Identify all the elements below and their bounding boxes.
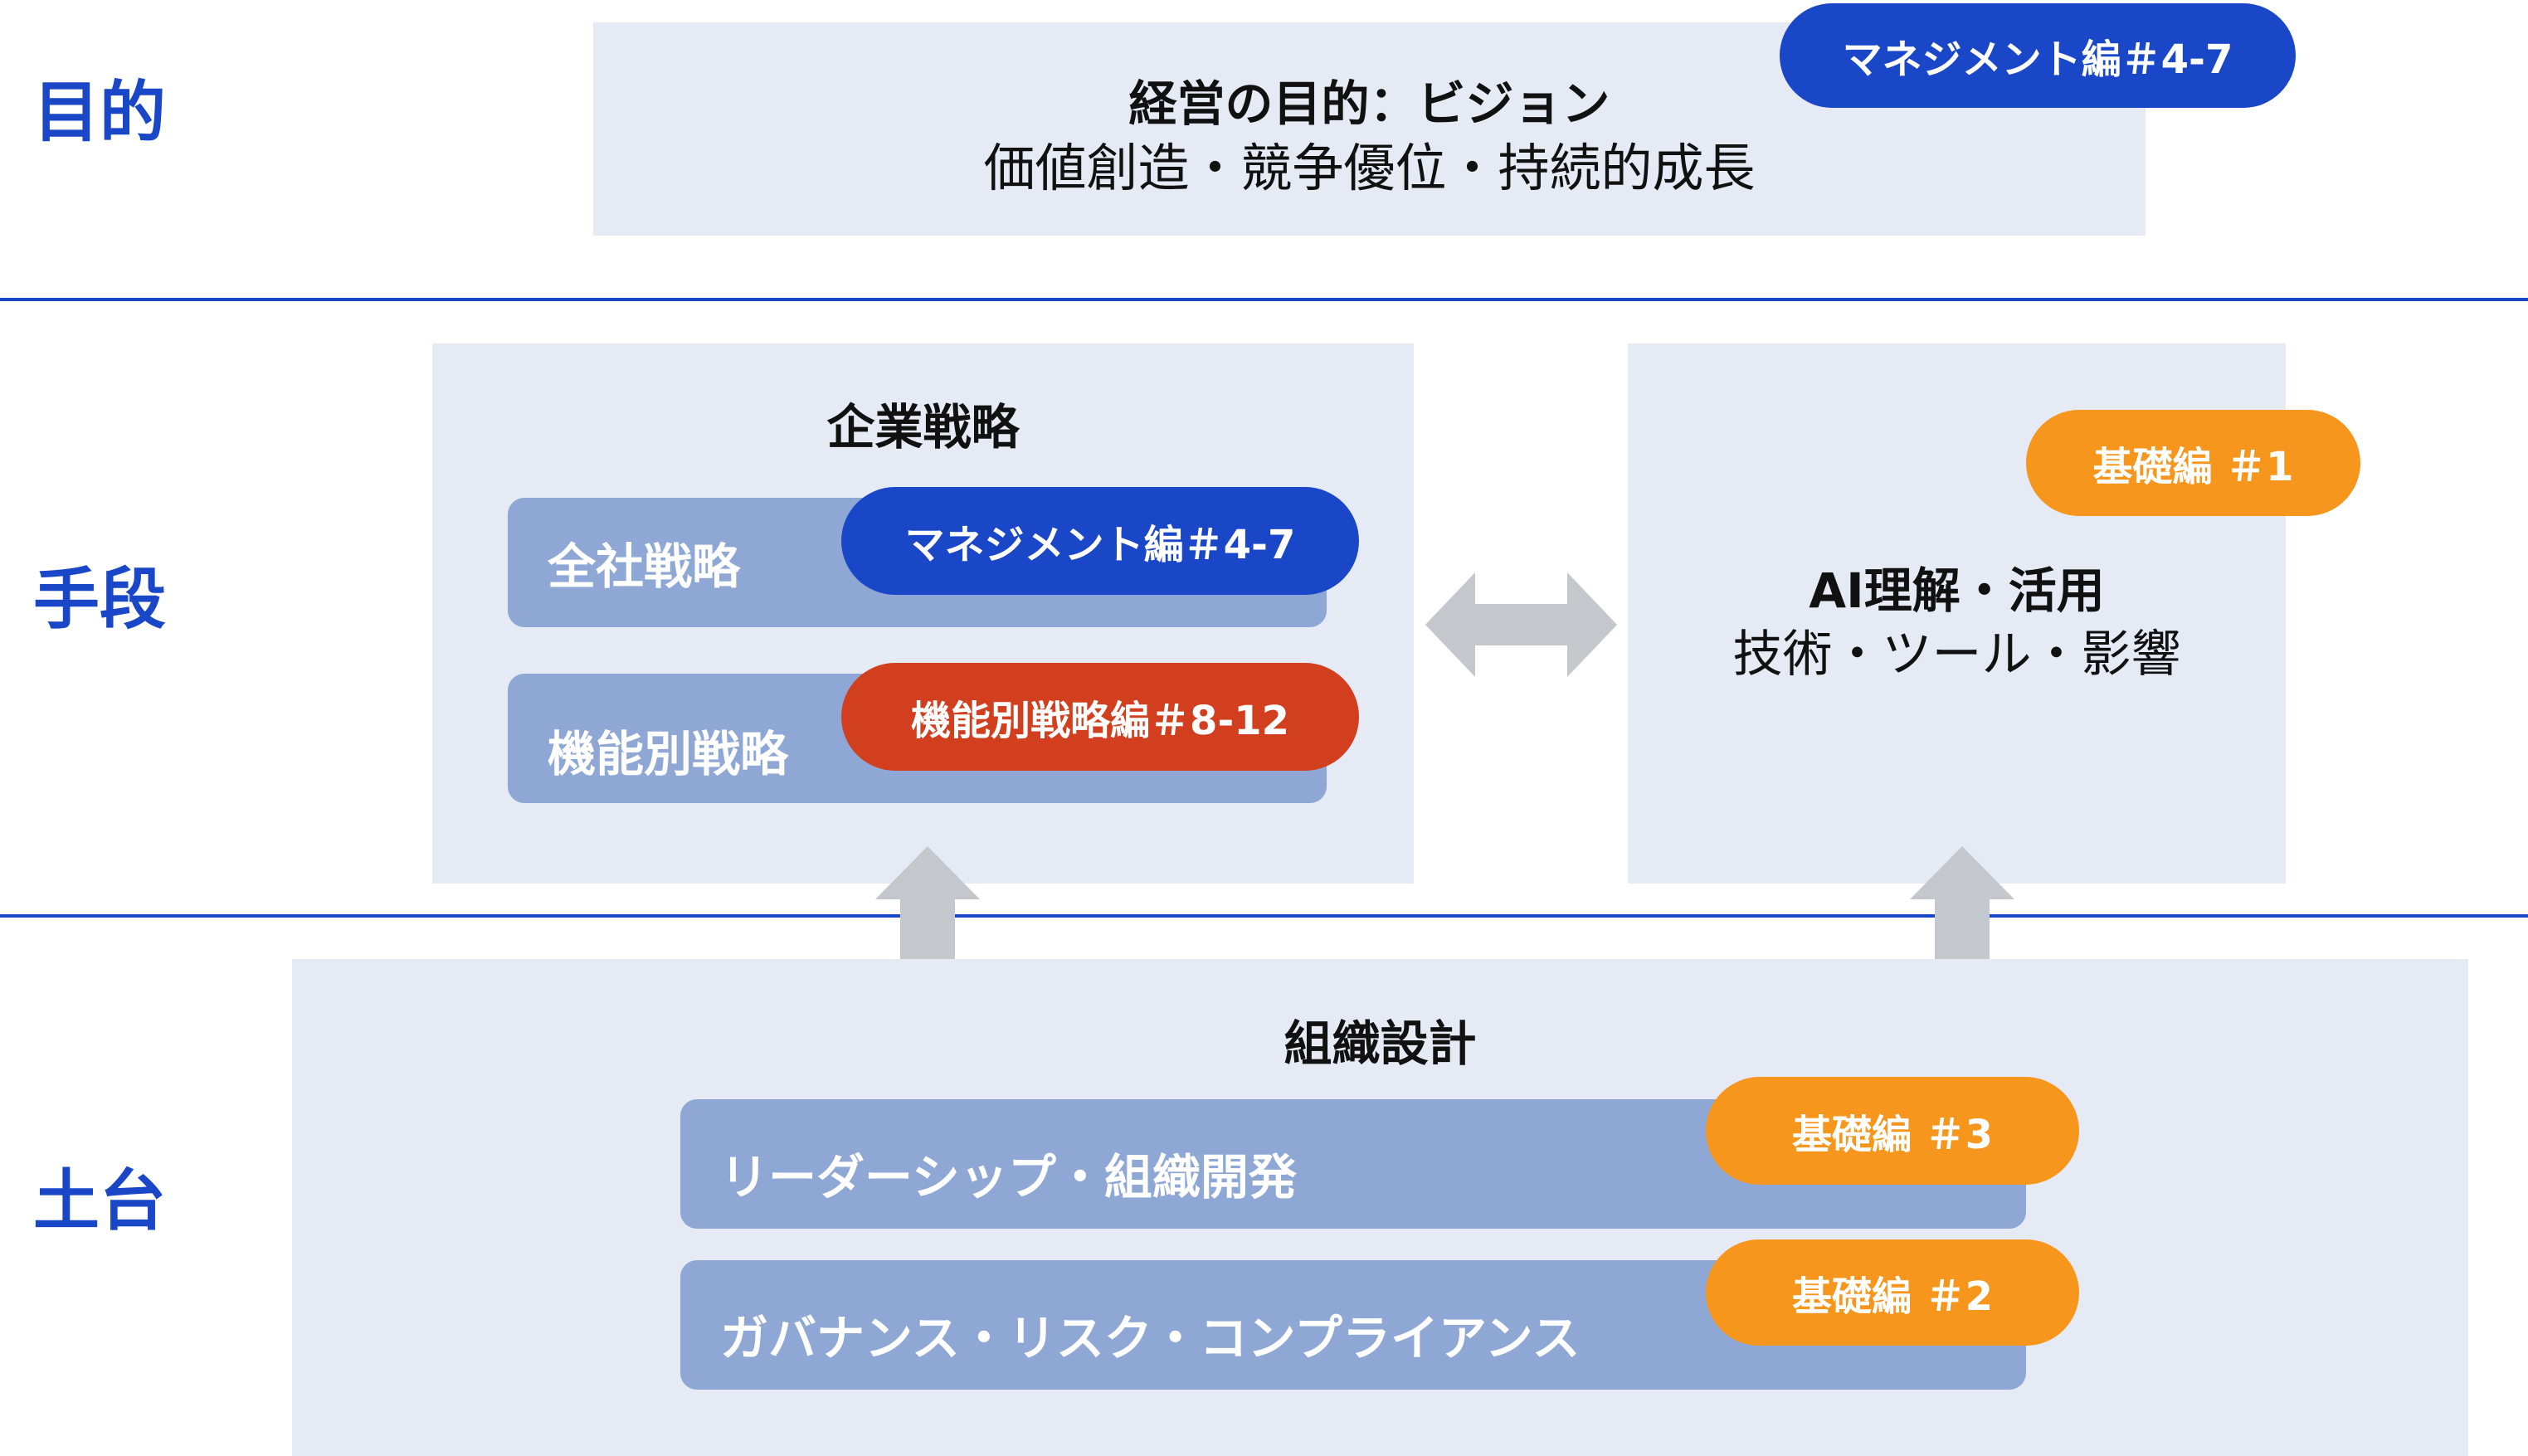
- org-item-leadership-badge[interactable]: 基礎編 ＃3: [1706, 1077, 2079, 1185]
- org-title: 組織設計: [1283, 1015, 1477, 1072]
- up-arrow-icon: [875, 846, 980, 959]
- divider-line: [0, 298, 2528, 301]
- ai-badge[interactable]: 基礎編 ＃1: [2026, 410, 2360, 516]
- org-item-governance-badge[interactable]: 基礎編 ＃2: [1706, 1239, 2079, 1346]
- ai-subtitle: 技術・ツール・影響: [1732, 626, 2181, 684]
- up-arrow-icon: [1910, 846, 2014, 959]
- strategy-item-corporate-badge[interactable]: マネジメント編＃4-7: [841, 487, 1359, 595]
- row-label-foundation: 土台: [33, 1162, 166, 1239]
- row-label-purpose: 目的: [33, 74, 166, 151]
- purpose-badge[interactable]: マネジメント編＃4-7: [1780, 3, 2296, 108]
- ai-title: AI理解・活用: [1809, 562, 2105, 619]
- purpose-title: 経営の目的：ビジョン: [1128, 75, 1610, 132]
- strategy-item-functional-badge[interactable]: 機能別戦略編＃8-12: [841, 663, 1359, 771]
- strategy-title: 企業戦略: [826, 399, 1020, 455]
- purpose-subtitle: 価値創造・競争優位・持続的成長: [983, 138, 1756, 198]
- double-arrow-icon: [1425, 572, 1617, 677]
- divider-line: [0, 914, 2528, 918]
- row-label-means: 手段: [33, 561, 166, 638]
